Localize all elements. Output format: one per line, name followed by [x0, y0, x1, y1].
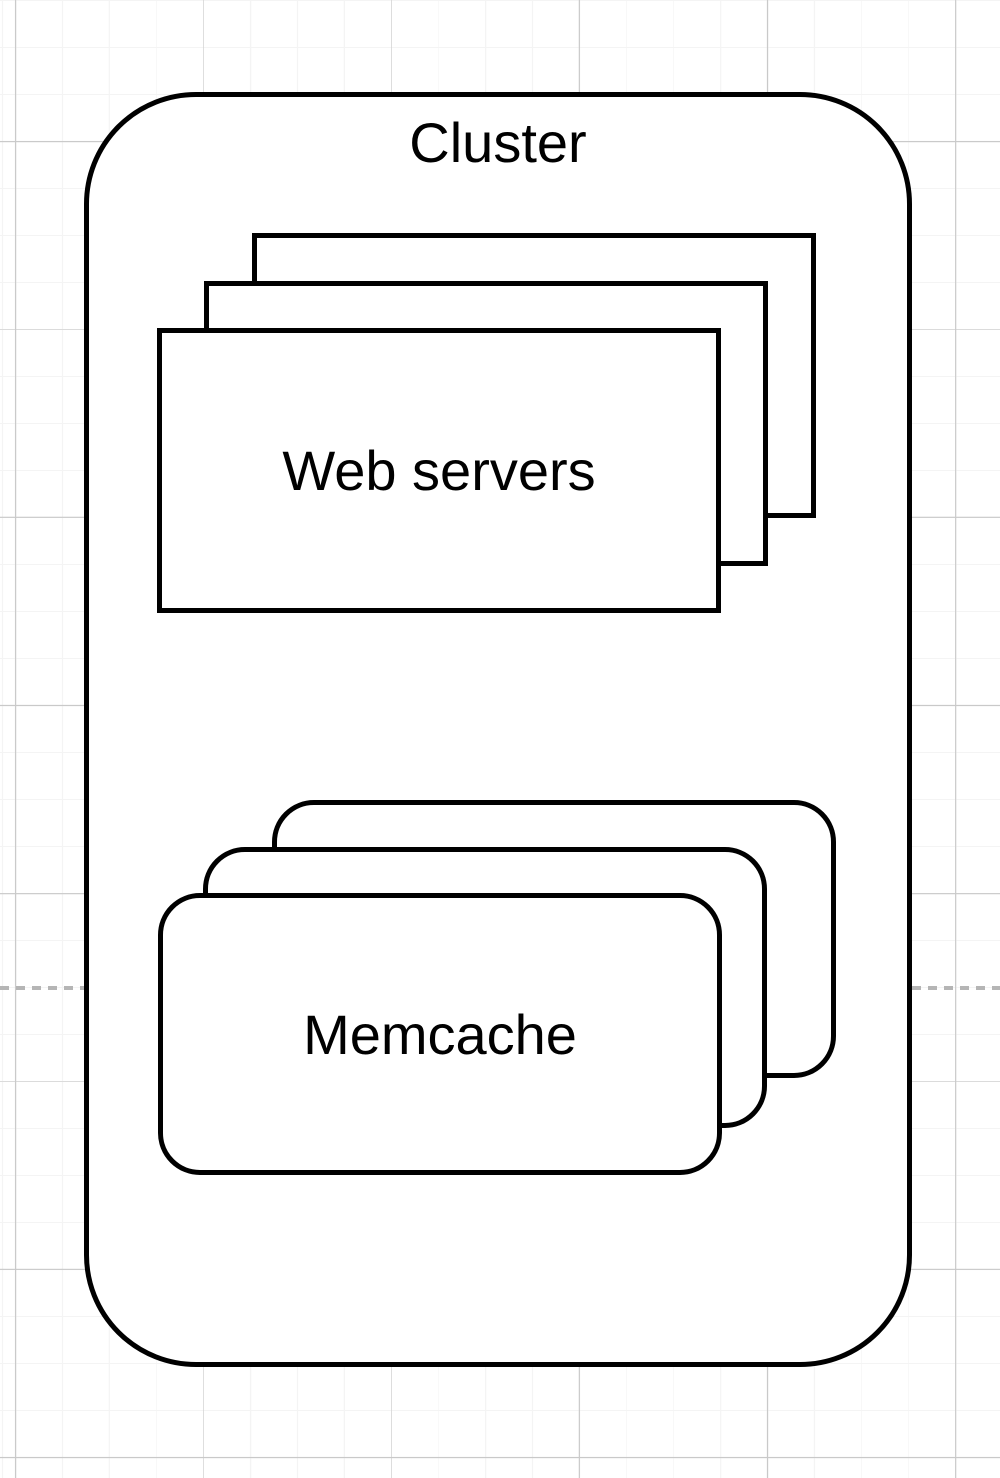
memcache-card-front[interactable]: Memcache — [158, 893, 722, 1175]
web-servers-label: Web servers — [282, 439, 596, 502]
cluster-label: Cluster — [409, 111, 587, 174]
memcache-label: Memcache — [303, 1002, 577, 1066]
web-server-card-front[interactable]: Web servers — [157, 328, 721, 613]
cluster-group[interactable]: Cluster Web servers Memcache — [84, 92, 912, 1367]
